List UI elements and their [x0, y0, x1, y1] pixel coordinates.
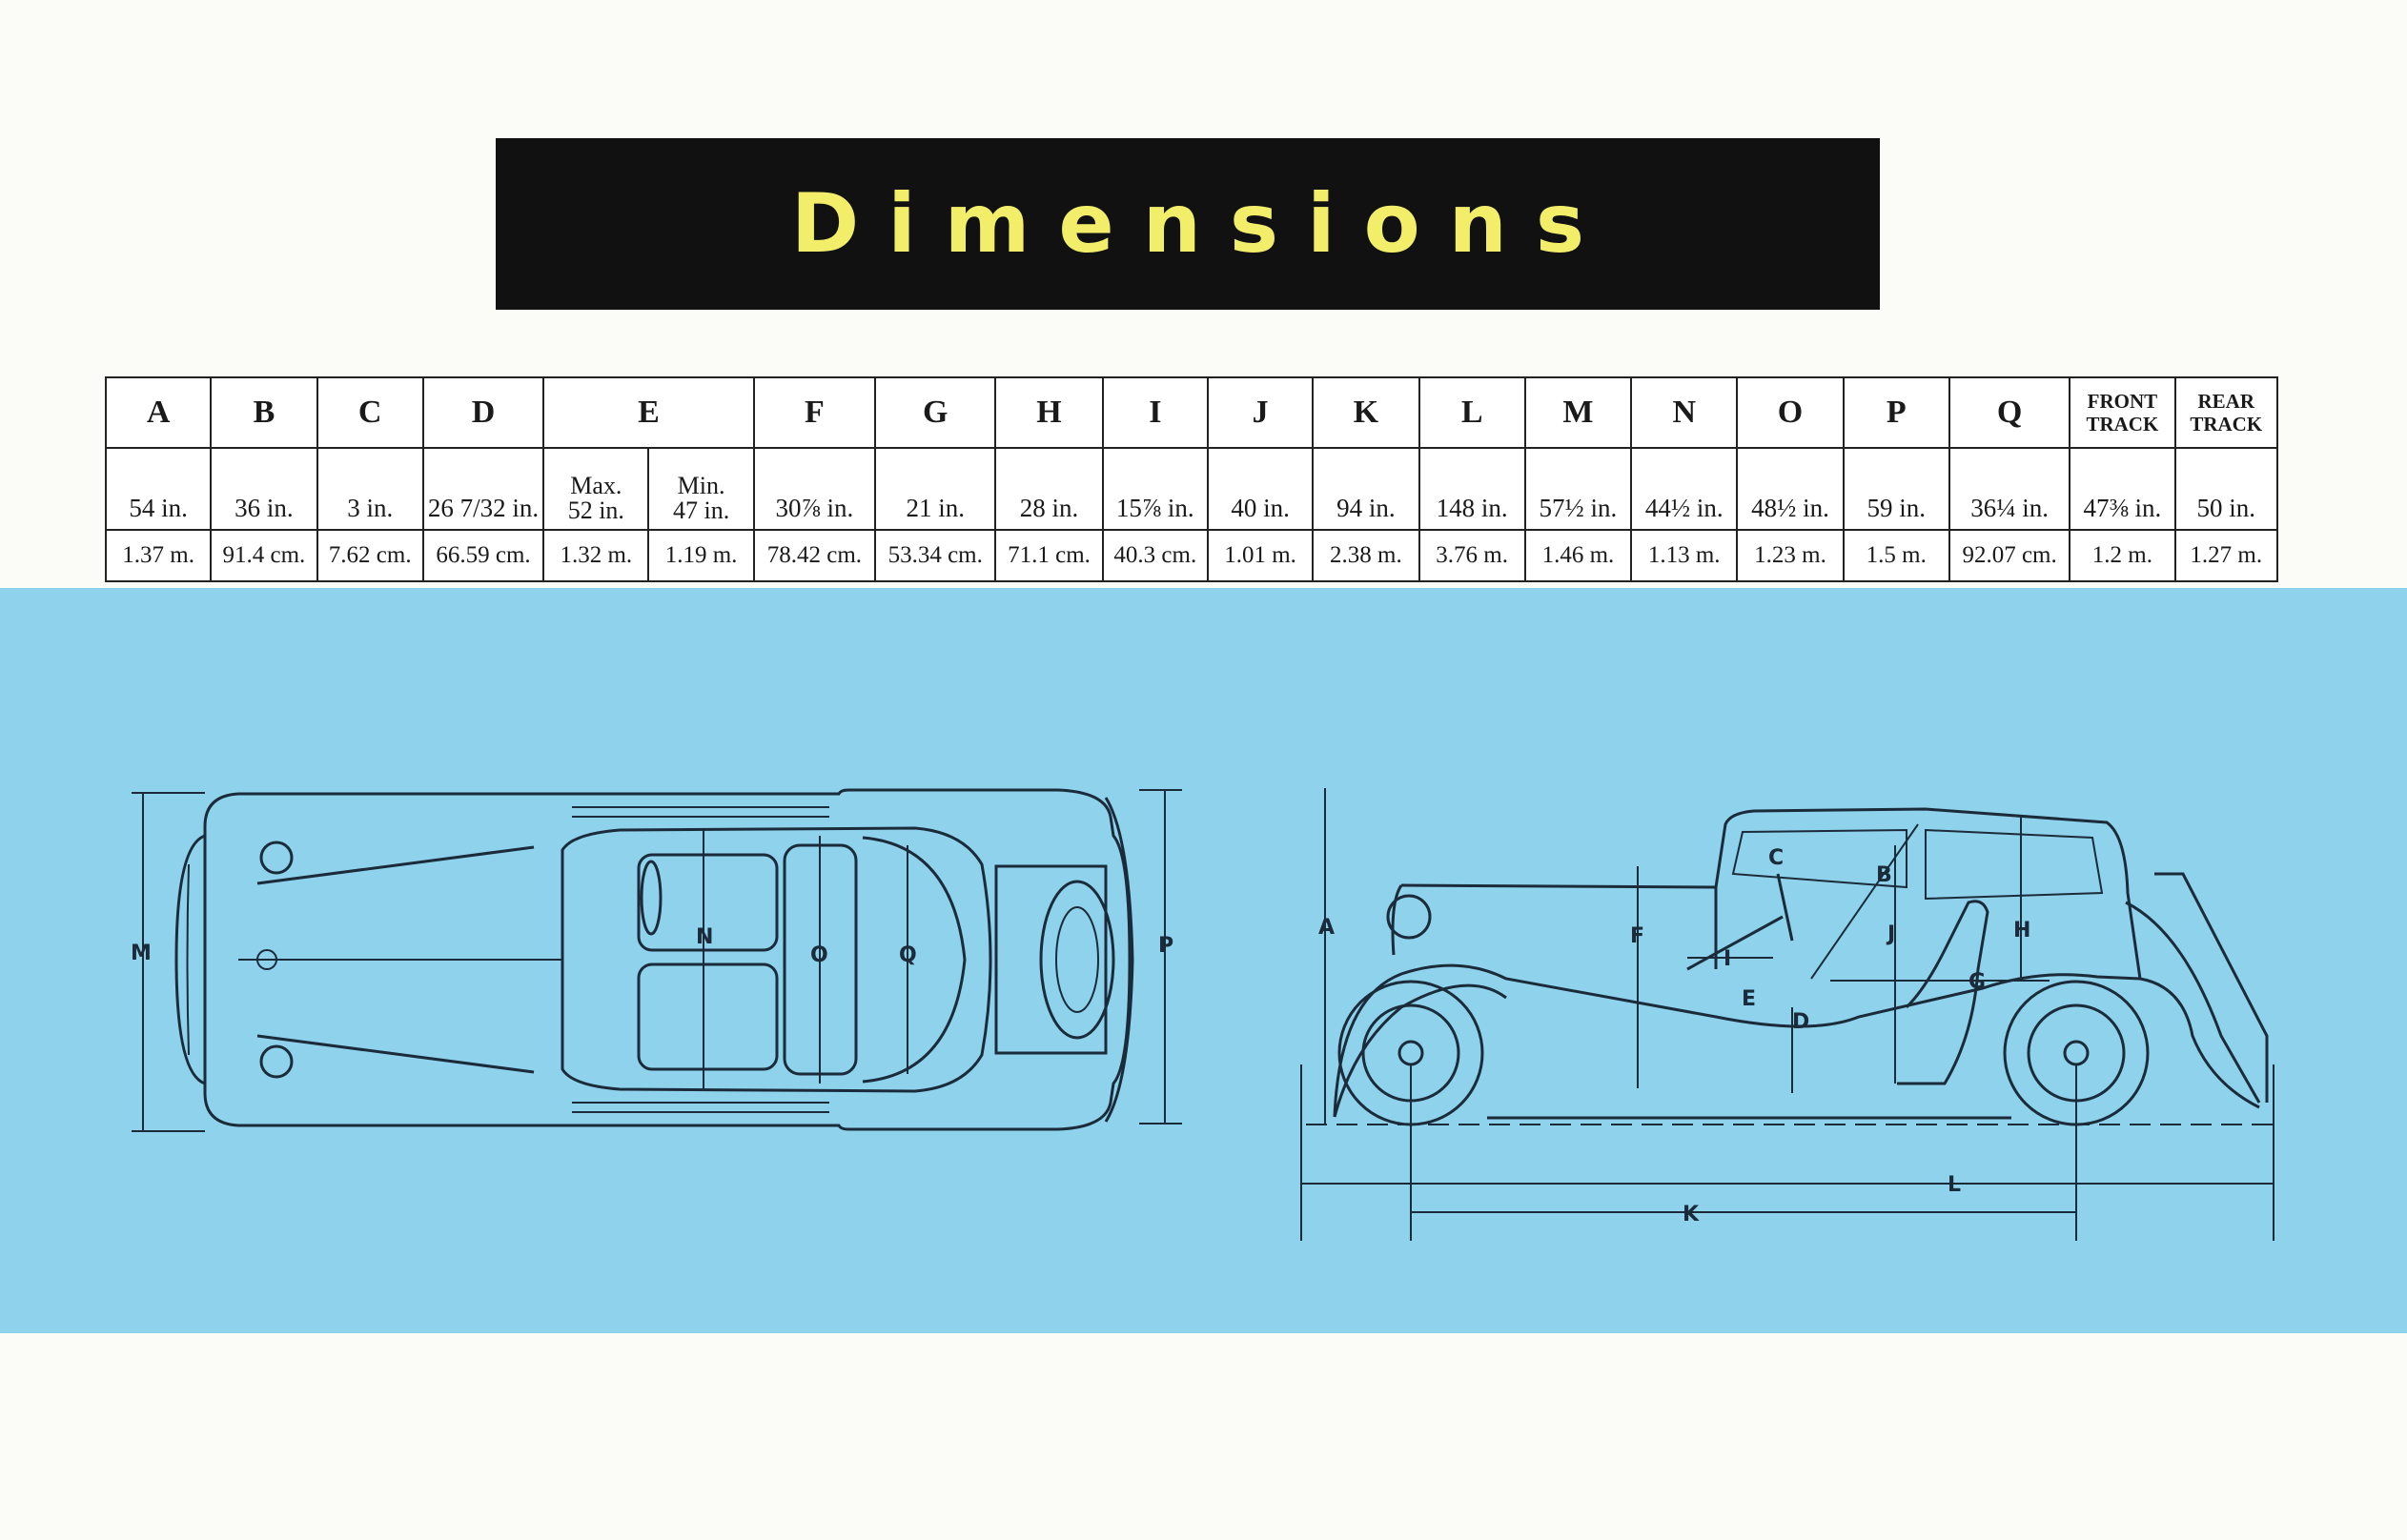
col-header: REAR TRACK [2173, 376, 2279, 449]
label-l: L [1948, 1173, 1961, 1197]
metric-cell: 71.1 cm. [994, 529, 1104, 582]
label-j: J [1886, 922, 1895, 946]
col-header: L [1418, 376, 1526, 449]
metric-cell: 1.23 m. [1736, 529, 1845, 582]
inch-cell-e-min: Min. 47 in. [647, 447, 755, 531]
label-k: K [1683, 1203, 1700, 1226]
blueprint-panel: M N O Q P [0, 588, 2407, 1333]
label-e: E [1742, 987, 1756, 1011]
label-g: G [1968, 970, 1986, 994]
label-d: D [1792, 1010, 1809, 1034]
inch-cell: 40 in. [1206, 447, 1315, 531]
label-a: A [1318, 916, 1335, 940]
inch-cell: 26 7/32 in. [421, 447, 545, 531]
col-header: E [542, 376, 755, 449]
label-h: H [2013, 919, 2030, 942]
metric-cell: 1.46 m. [1523, 529, 1633, 582]
col-header: K [1312, 376, 1420, 449]
inch-cell-e-max: Max. 52 in. [542, 447, 650, 531]
metric-row: 1.37 m. 91.4 cm. 7.62 cm. 66.59 cm. 1.32… [104, 529, 2279, 582]
metric-cell: 40.3 cm. [1101, 529, 1209, 582]
label-b: B [1876, 863, 1892, 887]
e-max-inch: 52 in. [567, 496, 624, 524]
header-row: A B C D E F G H I J K L M N O P Q FRONT … [104, 376, 2279, 449]
label-p: P [1158, 934, 1173, 958]
col-header: G [874, 376, 997, 449]
dimensions-table: A B C D E F G H I J K L M N O P Q FRONT … [104, 376, 2279, 582]
metric-cell: 92.07 cm. [1948, 529, 2071, 582]
inch-cell: 3 in. [316, 447, 424, 531]
metric-cell: 7.62 cm. [316, 529, 424, 582]
col-header: D [421, 376, 545, 449]
metric-cell: 1.19 m. [647, 529, 755, 582]
metric-cell: 91.4 cm. [210, 529, 318, 582]
col-header: H [994, 376, 1104, 449]
col-header: M [1523, 376, 1633, 449]
col-header: P [1842, 376, 1950, 449]
metric-cell: 1.01 m. [1206, 529, 1315, 582]
inch-cell: 47⅜ in. [2069, 447, 2176, 531]
label-m: M [131, 942, 152, 965]
col-header: N [1630, 376, 1739, 449]
e-min-label: Min. [677, 472, 725, 499]
col-header: F [752, 376, 877, 449]
col-header: FRONT TRACK [2069, 376, 2176, 449]
label-c: C [1768, 846, 1784, 870]
car-dimension-drawing: M N O Q P [131, 788, 2274, 1241]
inch-cell: 54 in. [104, 447, 213, 531]
label-q: Q [899, 943, 917, 967]
metric-cell: 66.59 cm. [421, 529, 545, 582]
label-n: N [696, 925, 713, 949]
metric-cell: 78.42 cm. [752, 529, 877, 582]
title-banner: Dimensions [496, 138, 1880, 310]
metric-cell: 2.38 m. [1312, 529, 1420, 582]
col-header: I [1101, 376, 1209, 449]
metric-cell: 1.37 m. [104, 529, 213, 582]
e-max-label: Max. [570, 472, 622, 499]
car-side-view: A C B F I J H E D G K L [1300, 788, 2274, 1241]
inch-cell: 15⅞ in. [1101, 447, 1209, 531]
label-o: O [810, 943, 828, 967]
col-header: Q [1948, 376, 2071, 449]
inch-cell: 36¼ in. [1948, 447, 2071, 531]
col-header: B [210, 376, 318, 449]
inch-cell: 148 in. [1418, 447, 1526, 531]
metric-cell: 1.2 m. [2069, 529, 2176, 582]
col-header: C [316, 376, 424, 449]
e-min-inch: 47 in. [672, 496, 730, 524]
inch-cell: 50 in. [2173, 447, 2279, 531]
inch-cell: 94 in. [1312, 447, 1420, 531]
label-i: I [1724, 947, 1731, 971]
inch-cell: 30⅞ in. [752, 447, 877, 531]
page-title: Dimensions [790, 176, 1614, 272]
inch-cell: 28 in. [994, 447, 1104, 531]
inch-cell: 48½ in. [1736, 447, 1845, 531]
imperial-row: 54 in. 36 in. 3 in. 26 7/32 in. Max. 52 … [104, 447, 2279, 531]
metric-cell: 1.27 m. [2173, 529, 2279, 582]
inch-cell: 59 in. [1842, 447, 1950, 531]
car-top-view: M N O Q P [131, 788, 1182, 1132]
col-header: J [1206, 376, 1315, 449]
metric-cell: 1.32 m. [542, 529, 650, 582]
metric-cell: 3.76 m. [1418, 529, 1526, 582]
inch-cell: 36 in. [210, 447, 318, 531]
metric-cell: 1.13 m. [1630, 529, 1739, 582]
col-header: A [104, 376, 213, 449]
metric-cell: 1.5 m. [1842, 529, 1950, 582]
inch-cell: 44½ in. [1630, 447, 1739, 531]
inch-cell: 57½ in. [1523, 447, 1633, 531]
metric-cell: 53.34 cm. [874, 529, 997, 582]
label-f: F [1630, 924, 1644, 948]
col-header: O [1736, 376, 1845, 449]
inch-cell: 21 in. [874, 447, 997, 531]
